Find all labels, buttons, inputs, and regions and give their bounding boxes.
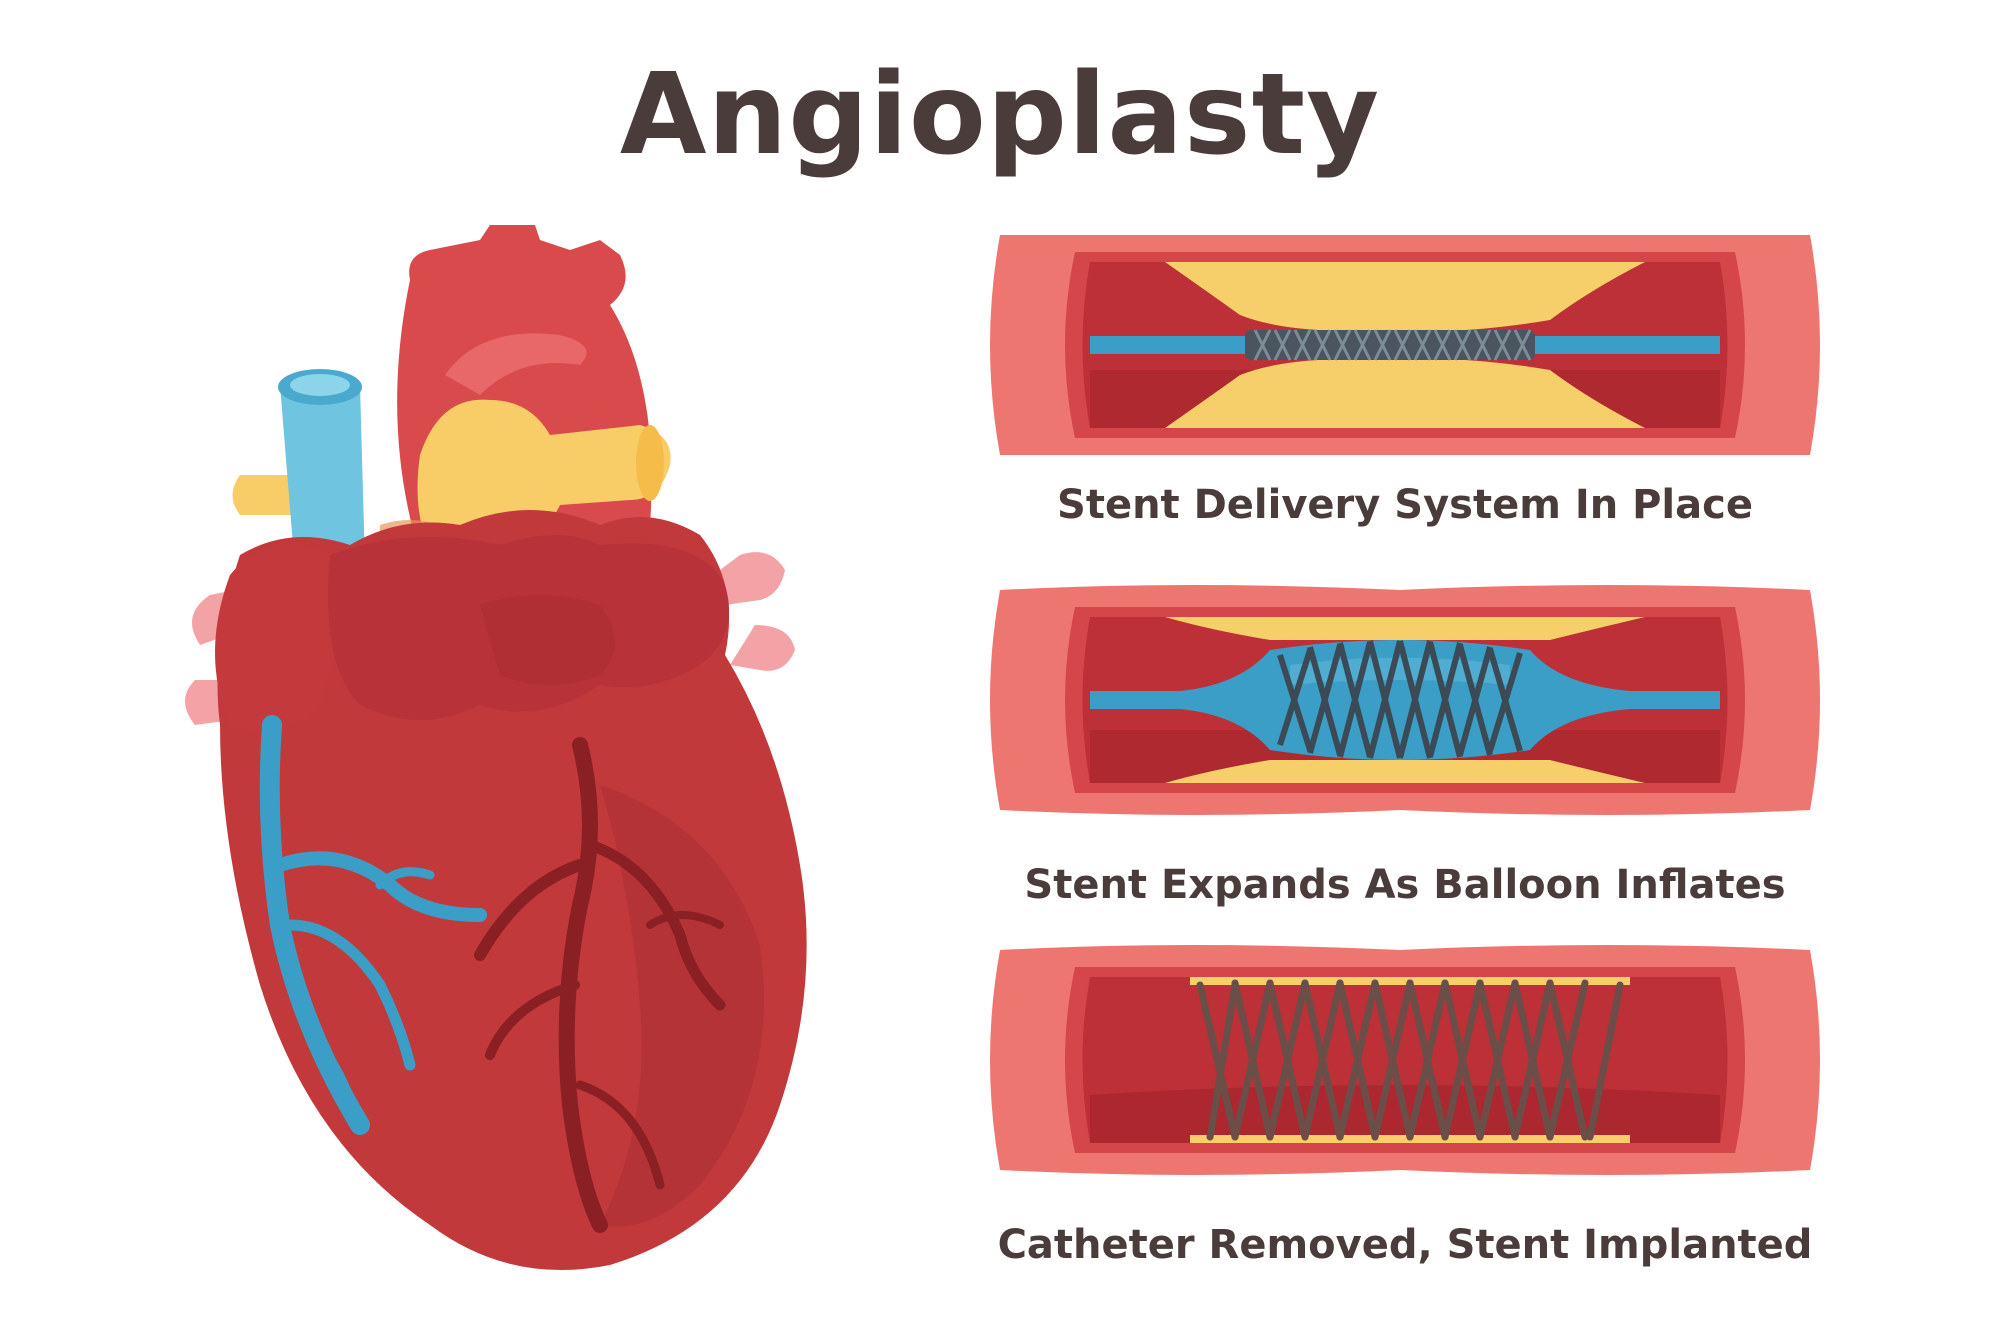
caption-stage-1: Stent Delivery System In Place (1057, 482, 1753, 528)
vessel-stage-2 (990, 585, 1820, 815)
aorta-highlight (445, 333, 587, 395)
right-atrium (215, 543, 338, 732)
caption-stage-2: Stent Expands As Balloon Inflates (1024, 862, 1786, 908)
plaque-bottom (1165, 760, 1645, 783)
coronary-artery (558, 737, 608, 1233)
implanted-stent (1196, 979, 1624, 1141)
right-pulmonary-vessel-2 (730, 625, 795, 671)
vessel-stage-3 (990, 945, 1820, 1175)
plaque-bottom (1165, 358, 1645, 428)
expanding-stent (1277, 640, 1523, 759)
caption-stage-3: Catheter Removed, Stent Implanted (997, 1222, 1813, 1268)
plaque-top (1165, 617, 1645, 640)
ventricle-shade (600, 785, 764, 1227)
vessel-stage-1 (990, 235, 1820, 455)
heart-illustration (185, 225, 807, 1270)
diagram-title: Angioplasty (619, 50, 1381, 180)
right-pulmonary-vessel-1 (720, 552, 785, 605)
vena-cava (280, 385, 365, 570)
plaque-top (1165, 262, 1645, 332)
